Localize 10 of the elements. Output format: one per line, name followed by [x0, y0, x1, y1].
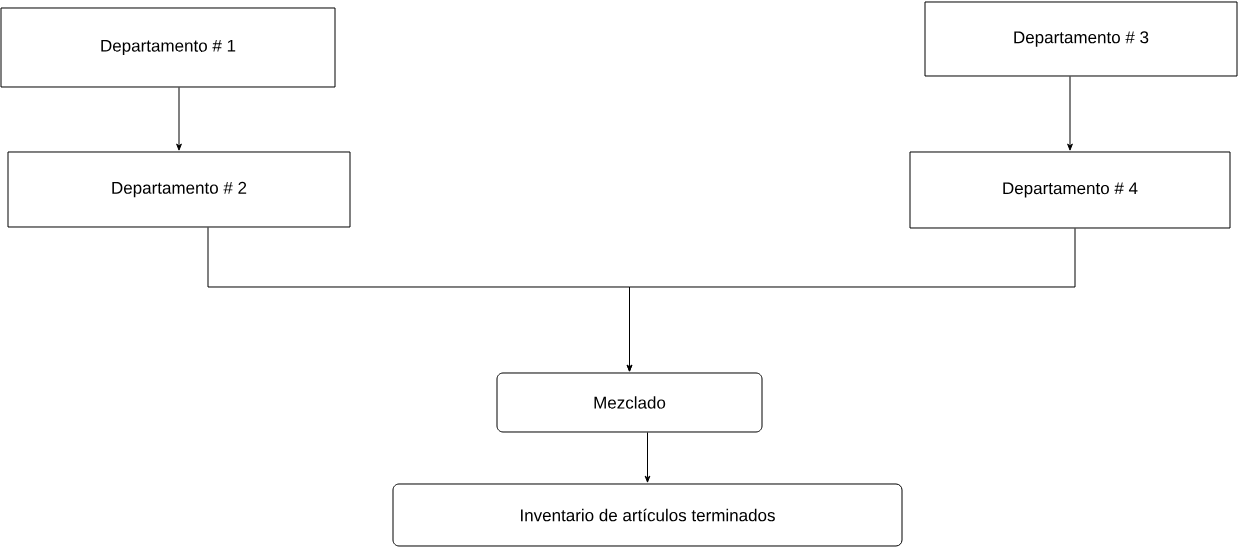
process-box: Departamento # 1	[0, 7, 336, 88]
rounded-box: Mezclado	[496, 372, 763, 433]
arrow	[176, 87, 182, 151]
process-box: Departamento # 4	[909, 151, 1231, 229]
arrow	[644, 432, 651, 483]
arrow	[1067, 76, 1073, 151]
rounded-box: Inventario de artículos terminados	[392, 483, 903, 547]
arrow	[626, 228, 1076, 372]
process-box: Departamento # 3	[924, 1, 1238, 77]
process-box: Departamento # 2	[7, 151, 351, 228]
